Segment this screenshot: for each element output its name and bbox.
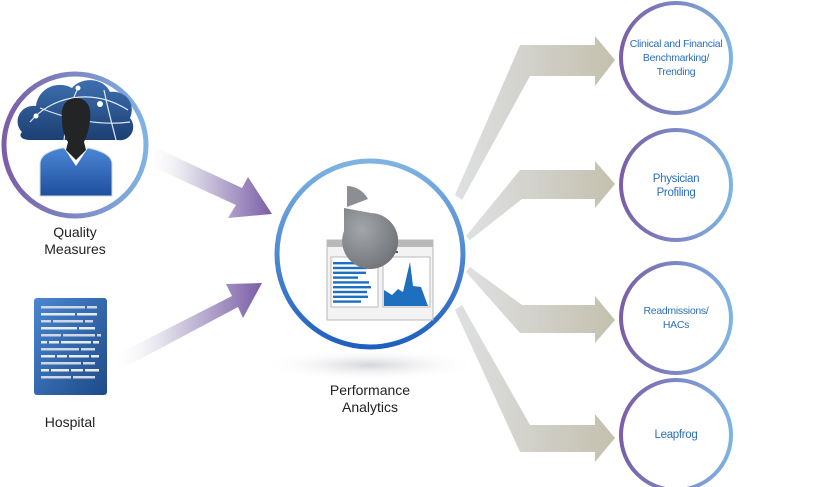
label-line: Trending xyxy=(656,66,696,78)
hospital-label: Hospital xyxy=(15,414,125,431)
document-icon xyxy=(34,298,107,395)
document-line xyxy=(87,306,97,309)
document-line xyxy=(73,376,95,379)
document-lines xyxy=(41,306,101,379)
label-line: Leapfrog xyxy=(654,429,698,441)
dashboard-bar xyxy=(333,295,368,298)
dashboard-bar xyxy=(333,276,358,279)
document-line xyxy=(41,320,51,323)
arrow-shape xyxy=(466,267,615,343)
document-line xyxy=(97,334,101,337)
label-line: HACs xyxy=(662,319,690,331)
document-line xyxy=(41,341,47,344)
document-line xyxy=(85,320,93,323)
document-line xyxy=(71,369,83,372)
leapfrog-label: Leapfrog xyxy=(626,425,726,445)
document-line xyxy=(41,362,81,365)
document-line xyxy=(61,341,91,344)
label-line: Hospital xyxy=(44,414,96,430)
node-ring xyxy=(619,1,733,115)
document-line xyxy=(93,341,99,344)
node-ring xyxy=(619,128,733,242)
arrow-shape xyxy=(466,161,615,240)
dashboard-bar xyxy=(333,266,367,270)
dashboard-bar xyxy=(333,262,370,265)
arrow-hub-to-physician xyxy=(466,161,615,240)
physician-profiling-label: Physician Profiling xyxy=(626,166,726,206)
analytics-dashboard-icon xyxy=(326,186,434,321)
dashboard-area-chart xyxy=(384,262,428,306)
hub-shadow xyxy=(260,349,480,381)
arrow-shape xyxy=(455,36,615,200)
arrow-quality-to-hub xyxy=(142,145,272,218)
dashboard-bar xyxy=(333,271,366,274)
node-performance-analytics xyxy=(260,158,480,381)
label-line: Quality xyxy=(53,224,97,240)
node-ring xyxy=(619,261,733,375)
node-readmissions xyxy=(619,261,733,375)
label-line: Measures xyxy=(44,241,106,257)
dashboard-bar xyxy=(333,281,369,284)
performance-analytics-label: Performance Analytics xyxy=(300,382,440,416)
node-benchmarking xyxy=(619,1,733,115)
document-line xyxy=(91,355,99,358)
benchmarking-label: Clinical and Financial Benchmarking/ Tre… xyxy=(626,30,726,86)
arrow-hub-to-readmissions xyxy=(466,267,615,343)
document-line xyxy=(51,369,69,372)
dashboard-bar-list xyxy=(333,262,371,303)
node-physician-profiling xyxy=(619,128,733,242)
document-line xyxy=(41,327,77,330)
arrow-shape xyxy=(455,305,615,462)
document-line xyxy=(41,334,61,337)
label-line: Readmissions/ xyxy=(643,305,709,317)
quality-measures-label: Quality Measures xyxy=(20,224,130,258)
node-ring xyxy=(619,378,733,487)
node-leapfrog xyxy=(619,378,733,487)
node-hospital xyxy=(34,298,107,395)
document-line xyxy=(41,376,71,379)
label-line: Performance xyxy=(329,382,411,398)
document-line xyxy=(79,327,95,330)
document-line xyxy=(63,334,95,337)
pie-chart-icon xyxy=(342,186,399,269)
dashboard-bar xyxy=(333,290,367,294)
document-line xyxy=(77,313,97,316)
document-line xyxy=(41,306,85,309)
arrow-hub-to-leapfrog xyxy=(455,305,615,462)
label-line: Analytics xyxy=(341,399,399,415)
document-line xyxy=(41,369,49,372)
label-line: Clinical and Financial xyxy=(629,38,723,50)
label-line: Profiling xyxy=(656,187,696,199)
label-line: Physician xyxy=(652,173,700,185)
dashboard-bar xyxy=(333,286,371,289)
document-line xyxy=(41,355,55,358)
person-cloud-icon xyxy=(17,80,134,197)
label-line: Benchmarking/ xyxy=(642,52,710,64)
node-quality-measures xyxy=(1,71,149,219)
readmissions-label: Readmissions/ HACs xyxy=(626,298,726,338)
document-line xyxy=(85,369,99,372)
document-line xyxy=(81,348,95,351)
arrow-shape xyxy=(110,283,262,372)
document-line xyxy=(41,313,75,316)
dashboard-bar xyxy=(333,300,361,303)
arrow-shape xyxy=(142,145,272,218)
arrow-hospital-to-hub xyxy=(110,283,262,372)
document-line xyxy=(41,348,79,351)
arrow-hub-to-benchmarking xyxy=(455,36,615,200)
document-line xyxy=(83,362,95,365)
document-line xyxy=(49,341,59,344)
document-line xyxy=(69,355,89,358)
document-line xyxy=(57,355,67,358)
document-line xyxy=(53,320,83,323)
